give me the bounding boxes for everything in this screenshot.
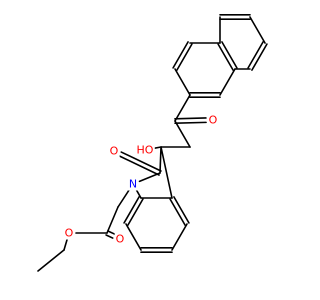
atom-labels: O HO O N O O (63, 113, 219, 246)
single-bond (174, 68, 191, 96)
bonds (37, 14, 268, 272)
single-bond (160, 146, 173, 199)
atom-label-background (63, 226, 75, 240)
single-bond (174, 94, 191, 122)
single-bond (63, 238, 68, 251)
single-bond (159, 146, 162, 174)
double-bond-line (169, 198, 186, 226)
atom-label-ketone-oxygen: O (209, 114, 218, 127)
single-bond (249, 16, 266, 44)
double-bond-line (221, 41, 238, 69)
double-bond-line (127, 198, 144, 226)
double-bond-line (217, 43, 234, 71)
atom-label-background (135, 143, 155, 157)
double-bond-line (123, 196, 140, 224)
atom-label-lactam-oxygen: O (110, 145, 119, 158)
atom-label-ester-oxygen: O (65, 227, 74, 240)
atom-label-nitrogen: N (129, 178, 137, 191)
double-bond-line (251, 43, 268, 71)
double-bond-line (173, 196, 190, 224)
double-bond-line (120, 151, 162, 172)
atom-label-ester-carbonyl-oxygen: O (116, 233, 125, 246)
atom-label-background (108, 144, 120, 158)
single-bond (138, 172, 161, 183)
double-bond-line (105, 234, 114, 239)
double-bond-line (118, 155, 160, 176)
single-bond (106, 206, 119, 234)
single-bond (117, 189, 130, 208)
single-bond (219, 68, 236, 96)
double-bond-line (176, 43, 193, 71)
single-bond (135, 189, 142, 199)
atom-label-background (207, 113, 219, 127)
atom-label-background (127, 177, 139, 191)
double-bond-line (247, 41, 264, 69)
double-bond-line (174, 117, 207, 120)
double-bond-line (107, 230, 116, 235)
molecule-structure: O HO O N O O (37, 14, 268, 272)
single-bond (37, 249, 65, 272)
double-bond-line (172, 41, 189, 69)
single-bond (171, 223, 188, 251)
atom-label-background (114, 232, 126, 246)
single-bond (174, 120, 191, 148)
single-bond (125, 223, 142, 251)
double-bond-line (174, 121, 207, 124)
atom-label-hydroxyl: HO (137, 144, 154, 157)
